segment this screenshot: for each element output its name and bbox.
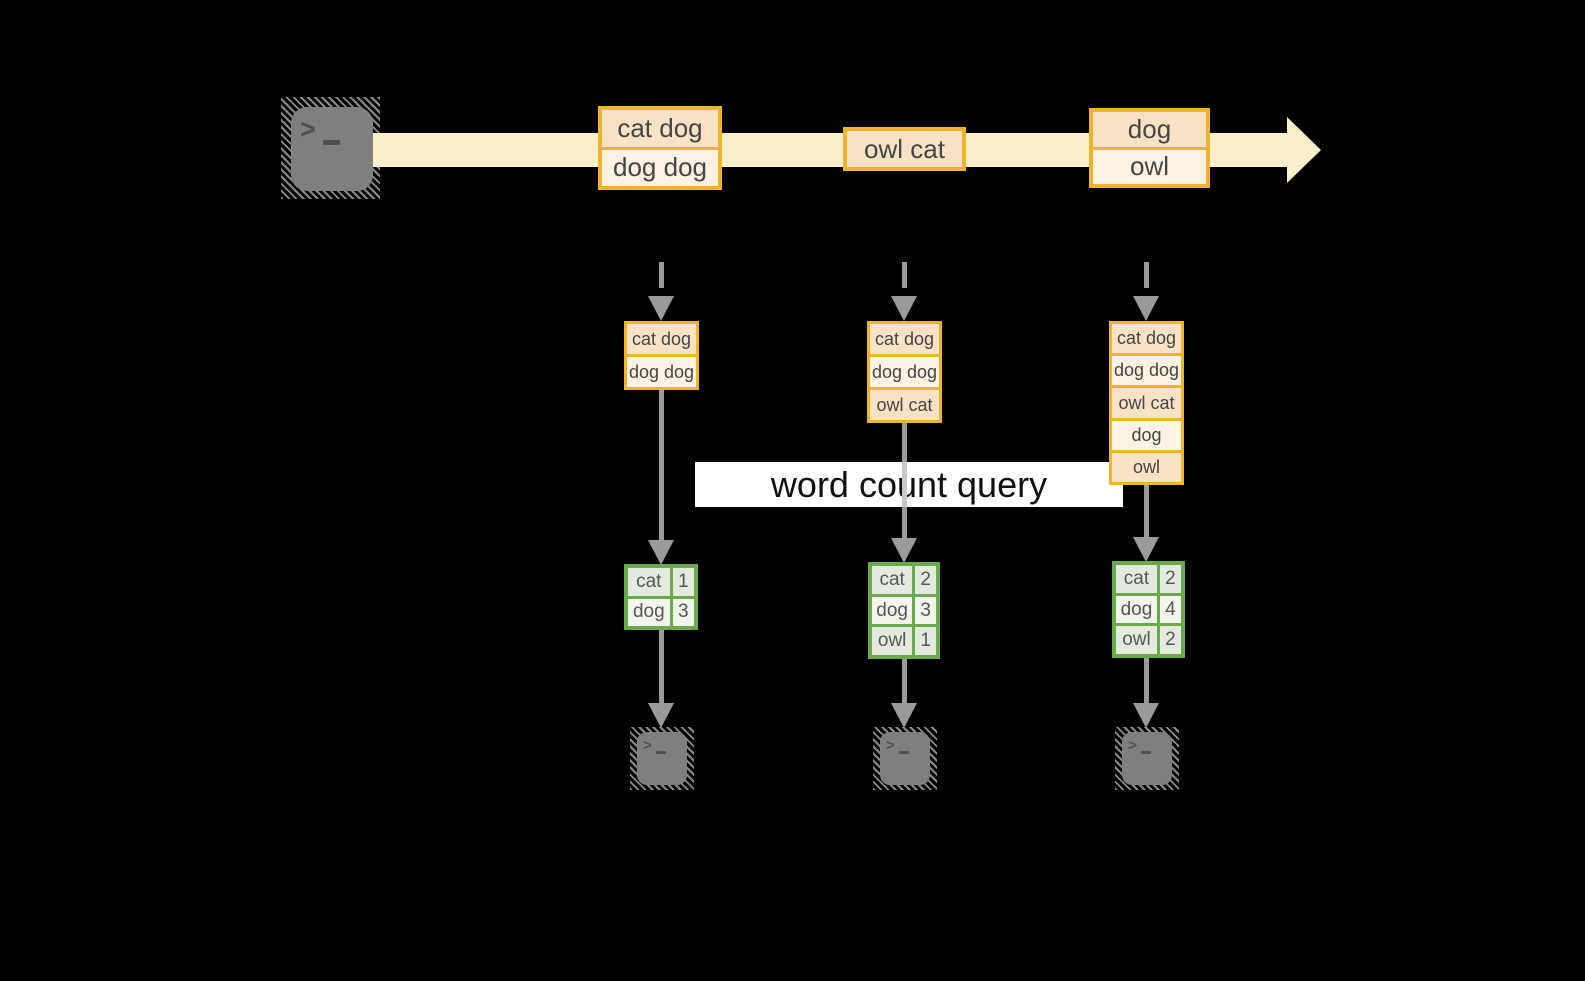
stack-record: dog dog bbox=[870, 357, 939, 387]
prompt-chevron-icon: > bbox=[1128, 737, 1137, 754]
word-cell: owl bbox=[1116, 626, 1157, 655]
terminal-screen: > bbox=[880, 732, 930, 785]
count-cell: 2 bbox=[1159, 565, 1181, 593]
arrow-down-icon bbox=[891, 703, 917, 728]
connector-line bbox=[902, 659, 907, 704]
dashed-arrow-segment bbox=[659, 262, 664, 288]
arrow-down-icon bbox=[648, 540, 674, 565]
terminal-icon: > bbox=[873, 727, 937, 790]
stream-event-record: owl bbox=[1093, 149, 1206, 184]
stack-record: owl cat bbox=[1112, 388, 1181, 418]
arrow-down-icon bbox=[648, 703, 674, 728]
prompt-underscore-icon bbox=[323, 140, 340, 145]
stack-record: owl cat bbox=[870, 390, 939, 420]
word-cell: cat bbox=[628, 568, 670, 596]
word-cell: cat bbox=[1116, 565, 1157, 593]
word-cell: owl bbox=[872, 627, 913, 656]
arrow-down-icon bbox=[1133, 703, 1159, 728]
prompt-underscore-icon bbox=[899, 751, 909, 754]
arrow-down-icon bbox=[648, 296, 674, 321]
stream-event-record: dog bbox=[1093, 112, 1206, 147]
arrow-down-icon bbox=[1133, 296, 1159, 321]
arrow-down-icon bbox=[891, 538, 917, 563]
count-cell: 1 bbox=[915, 627, 936, 656]
word-cell: dog bbox=[1116, 595, 1157, 624]
stream-event-record: dog dog bbox=[602, 149, 718, 186]
connector-line bbox=[1144, 483, 1149, 538]
terminal-icon: > bbox=[281, 97, 380, 199]
word-cell: dog bbox=[628, 598, 670, 626]
count-cell: 4 bbox=[1159, 595, 1181, 624]
terminal-screen: > bbox=[637, 732, 687, 785]
query-banner: word count query bbox=[695, 462, 1123, 507]
dashed-arrow-segment bbox=[902, 262, 907, 288]
stack-record: cat dog bbox=[1112, 324, 1181, 354]
terminal-screen: > bbox=[291, 107, 373, 191]
terminal-screen: > bbox=[1122, 732, 1172, 785]
count-cell: 2 bbox=[915, 566, 936, 594]
stack-record: dog bbox=[1112, 420, 1181, 450]
arrow-down-icon bbox=[1133, 537, 1159, 562]
prompt-chevron-icon: > bbox=[643, 737, 652, 754]
connector-line bbox=[1144, 658, 1149, 704]
word-cell: dog bbox=[872, 596, 913, 625]
stack-record: dog dog bbox=[627, 357, 696, 387]
query-banner-label: word count query bbox=[770, 463, 1048, 505]
stack-record: dog dog bbox=[1112, 356, 1181, 386]
stack-record: cat dog bbox=[627, 324, 696, 354]
prompt-underscore-icon bbox=[1141, 751, 1151, 754]
prompt-chevron-icon: > bbox=[300, 114, 316, 144]
terminal-icon: > bbox=[630, 727, 694, 790]
dashed-arrow-segment bbox=[1144, 262, 1149, 288]
count-cell: 2 bbox=[1159, 626, 1181, 655]
stream-arrowhead-icon bbox=[1287, 117, 1321, 183]
connector-line-through-banner bbox=[902, 462, 907, 507]
prompt-underscore-icon bbox=[656, 751, 666, 754]
stack-record: owl bbox=[1112, 452, 1181, 483]
arrow-down-icon bbox=[891, 296, 917, 321]
count-cell: 1 bbox=[672, 568, 694, 596]
stream-event-record: cat dog bbox=[602, 110, 718, 147]
connector-line bbox=[659, 388, 664, 541]
stream-event-box: owl cat bbox=[843, 127, 966, 171]
connector-line bbox=[659, 630, 664, 704]
stream-event-record: owl cat bbox=[847, 131, 962, 167]
word-cell: cat bbox=[872, 566, 913, 594]
count-cell: 3 bbox=[672, 598, 694, 626]
count-cell: 3 bbox=[915, 596, 936, 625]
stack-record: cat dog bbox=[870, 324, 939, 354]
prompt-chevron-icon: > bbox=[886, 737, 895, 754]
terminal-icon: > bbox=[1115, 727, 1179, 790]
